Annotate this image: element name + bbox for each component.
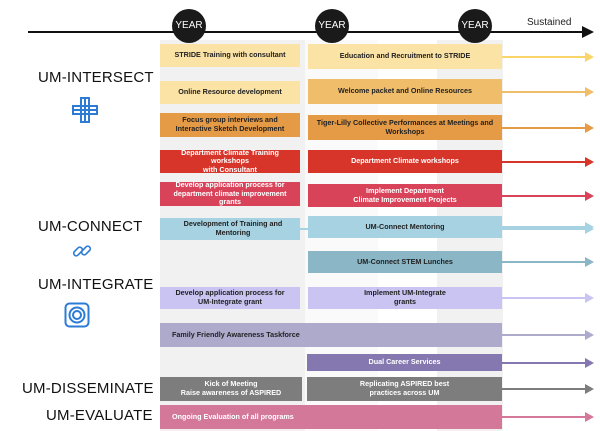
activity-bar: Education and Recruitment to STRIDE (308, 44, 502, 69)
activity-bar: Develop application process for UM-Integ… (160, 287, 300, 309)
group-label-integrate: UM-INTEGRATE (38, 276, 154, 293)
activity-bar-label: Implement UM-Integrate grants (364, 288, 446, 306)
sustained-arrow-line (502, 127, 585, 129)
activity-bar-label: Development of Training and Mentoring (183, 219, 283, 237)
sustained-label: Sustained (527, 17, 572, 28)
sustained-arrow-line (502, 161, 585, 163)
sustained-arrow-head (585, 157, 594, 167)
sustained-arrow-head (585, 191, 594, 201)
activity-bar: Implement Department Climate Improvement… (308, 184, 502, 207)
activity-bar-label: Tiger-Lilly Collective Performances at M… (316, 117, 494, 136)
activity-bar: Online Resource development (160, 81, 300, 104)
sustained-arrow-line (502, 362, 585, 364)
activity-bar-label: Department Climate Training workshops wi… (181, 147, 279, 174)
activity-bar: Kick of Meeting Raise awareness of ASPIR… (160, 377, 302, 401)
activity-bar: Implement UM-Integrate grants (308, 287, 502, 309)
activity-bar: Development of Training and Mentoring (160, 218, 300, 240)
activity-bar-label: Develop application process for departme… (173, 180, 287, 207)
activity-bar: Department Climate workshops (308, 150, 502, 173)
activity-bar: Replicating ASPIRED best practices acros… (307, 377, 502, 401)
activity-bar-label: Department Climate workshops (351, 156, 459, 166)
group-label-evaluate: UM-EVALUATE (46, 407, 153, 424)
activity-bar-label: Focus group interviews and Interactive S… (175, 115, 285, 133)
group-label-disseminate: UM-DISSEMINATE (22, 380, 154, 397)
sustained-arrow-head (585, 384, 594, 394)
activity-bar: Focus group interviews and Interactive S… (160, 113, 300, 137)
sustained-arrow-line (502, 297, 585, 299)
activity-bar: Ongoing Evaluation of all programs (160, 405, 502, 429)
sustained-arrow-head (585, 358, 594, 368)
timeline-arrowhead (582, 26, 594, 38)
intersect-grid-icon (72, 97, 98, 123)
activity-bar-label: Dual Career Services (368, 357, 441, 367)
sustained-arrow-line (502, 261, 585, 263)
activity-bar-label: UM-Connect STEM Lunches (357, 256, 453, 266)
activity-bar-label: Replicating ASPIRED best practices acros… (359, 379, 450, 397)
activity-bar: Tiger-Lilly Collective Performances at M… (308, 115, 502, 140)
sustained-arrow-line (502, 91, 585, 93)
activity-bar: UM-Connect Mentoring (308, 216, 502, 238)
year1-marker: YEAR 1 (172, 9, 206, 65)
activity-bar-label: Develop application process for UM-Integ… (175, 288, 285, 306)
activity-bar-label: UM-Connect Mentoring (365, 221, 445, 231)
year2-marker: YEAR 2 (315, 9, 349, 65)
group-label-intersect: UM-INTERSECT (38, 69, 154, 86)
activity-bar: STRIDE Training with consultant (160, 44, 300, 67)
sustained-arrow-head (585, 222, 594, 232)
year3-marker: YEAR 3 (458, 9, 492, 65)
sustained-arrow-line (502, 388, 585, 390)
activity-bar: UM-Connect STEM Lunches (308, 251, 502, 273)
sustained-arrow-line (502, 195, 585, 197)
sustained-arrow-line (502, 334, 585, 336)
activity-bar: Develop application process for departme… (160, 180, 300, 207)
concentric-circles-icon (64, 302, 90, 328)
activity-bar-label: Online Resource development (178, 87, 282, 97)
activity-bar-label: Ongoing Evaluation of all programs (172, 411, 294, 421)
activity-bar-label: Welcome packet and Online Resources (337, 86, 473, 96)
activity-bar-label: STRIDE Training with consultant (174, 50, 286, 60)
sustained-arrow-line (502, 416, 585, 418)
group-label-connect: UM-CONNECT (38, 218, 143, 235)
sustained-arrow-head (585, 412, 594, 422)
sustained-arrow-line (502, 56, 585, 58)
activity-bar-label: Kick of Meeting Raise awareness of ASPIR… (180, 379, 282, 397)
sustained-arrow-head (585, 257, 594, 267)
activity-bar-label: Family Friendly Awareness Taskforce (172, 329, 300, 339)
sustained-arrow-head (585, 52, 594, 62)
sustained-arrow-line (502, 226, 585, 228)
activity-bar: Welcome packet and Online Resources (308, 79, 502, 104)
activity-bar-label: Education and Recruitment to STRIDE (339, 51, 471, 61)
activity-bar: Family Friendly Awareness Taskforce (160, 323, 502, 347)
sustained-arrow-head (585, 293, 594, 303)
activity-bar-label: Implement Department Climate Improvement… (353, 185, 457, 204)
sustained-arrow-head (585, 123, 594, 133)
sustained-arrow-head (585, 330, 594, 340)
activity-bar: Department Climate Training workshops wi… (160, 147, 300, 174)
activity-bar: Dual Career Services (307, 354, 502, 371)
chain-link-icon (72, 241, 92, 261)
timeline-axis (28, 31, 584, 33)
sustained-arrow-head (585, 87, 594, 97)
